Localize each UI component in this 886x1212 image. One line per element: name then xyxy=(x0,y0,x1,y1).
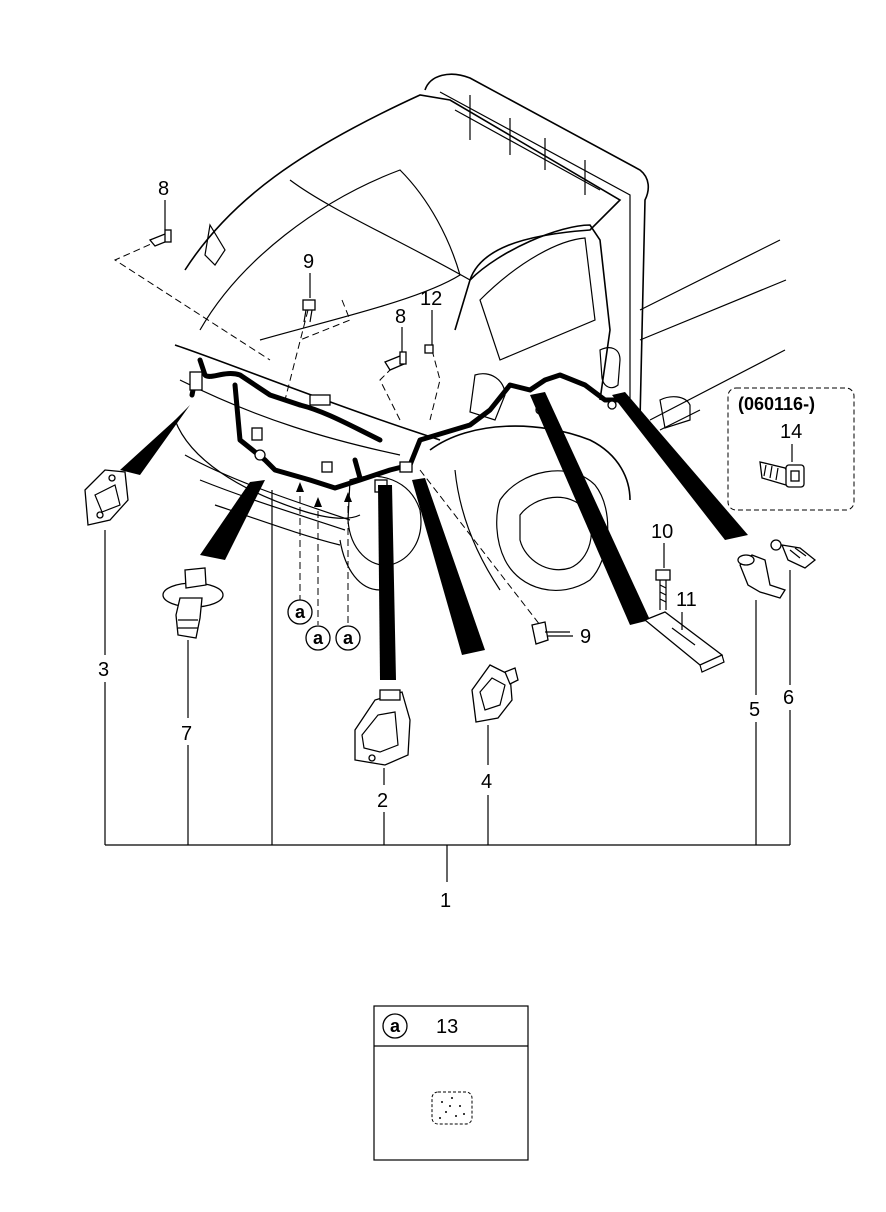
callout-8-top: 8 xyxy=(158,178,169,200)
callout-7: 7 xyxy=(181,723,192,745)
location-lines xyxy=(113,239,541,626)
callout-leaders xyxy=(164,200,791,695)
callout-8-center: 8 xyxy=(395,306,406,328)
part-4-bracket xyxy=(471,664,519,723)
callout-1: 1 xyxy=(440,890,451,912)
callout-4: 4 xyxy=(481,771,492,793)
legend-marker: a xyxy=(390,1016,401,1036)
leader-wedges xyxy=(120,392,748,680)
part-8-bolt-top xyxy=(148,229,172,247)
svg-text:a: a xyxy=(295,602,306,622)
part-9-bolt-top xyxy=(302,299,316,323)
callout-5: 5 xyxy=(749,699,760,721)
callout-11: 11 xyxy=(676,589,697,611)
svg-text:a: a xyxy=(313,628,324,648)
marker-a-1: a xyxy=(287,599,313,625)
callout-9-right: 9 xyxy=(580,626,591,648)
part-11-plate xyxy=(643,611,725,673)
callout-14: 14 xyxy=(780,421,802,443)
callout-3: 3 xyxy=(98,659,109,681)
part-6-sensor xyxy=(770,539,817,569)
part-10-bolt xyxy=(655,569,671,610)
part-14-sensor xyxy=(759,461,805,488)
part-9-bolt-right xyxy=(531,621,570,645)
part-5-clamp xyxy=(737,554,786,599)
variant-code: (060116-) xyxy=(738,394,815,414)
callout-2: 2 xyxy=(377,790,388,812)
part-3-junction-block xyxy=(84,469,129,526)
marker-a-2: a xyxy=(305,625,331,651)
truck-body-outline xyxy=(174,73,787,591)
legend-part-number: 13 xyxy=(436,1016,458,1038)
part-8-bolt-center xyxy=(384,351,407,371)
part-12-clip xyxy=(424,344,434,354)
assembly-tree xyxy=(104,490,791,882)
legend-box: a 13 xyxy=(373,1005,529,1161)
main-wiring-harness xyxy=(189,357,623,491)
callout-9-top: 9 xyxy=(303,251,314,273)
callout-numbers: 1 2 3 4 5 6 7 8 8 9 9 10 11 12 xyxy=(98,178,794,912)
callout-6: 6 xyxy=(783,687,794,709)
arrow-pointers xyxy=(296,482,352,507)
callout-12: 12 xyxy=(420,288,442,310)
callout-10: 10 xyxy=(651,521,673,543)
svg-text:a: a xyxy=(343,628,354,648)
variant-box: (060116-) 14 xyxy=(727,387,855,511)
part-13-pad xyxy=(431,1091,473,1125)
part-7-grommet xyxy=(162,567,224,639)
marker-a-3: a xyxy=(335,625,361,651)
part-2-connector-bracket xyxy=(354,689,411,766)
